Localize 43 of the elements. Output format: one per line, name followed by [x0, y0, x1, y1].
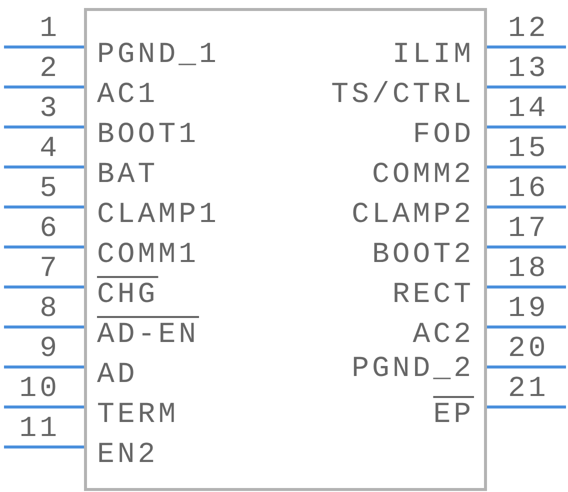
pin-label: RECT	[392, 280, 474, 310]
pin-number: 20	[508, 334, 549, 364]
pin-number: 12	[508, 14, 549, 44]
pin-number: 8	[40, 294, 60, 324]
pin-label: ILIM	[392, 40, 474, 70]
pin-label: AC1	[97, 80, 158, 110]
pin-number: 10	[19, 374, 60, 404]
pin-number: 5	[40, 174, 60, 204]
pin-label: TERM	[97, 400, 179, 430]
pin-label: PGND_1	[97, 40, 220, 70]
pin-label: CLAMP2	[352, 200, 474, 230]
pin-number: 7	[40, 254, 60, 284]
pin-label: COMM2	[372, 160, 474, 190]
pin-number: 14	[508, 94, 549, 124]
pin-label: AD	[97, 360, 138, 390]
pin-label: AD-EN	[97, 320, 200, 350]
pin-number: 15	[508, 134, 549, 164]
pin-number: 1	[40, 14, 60, 44]
pin-label: CHG	[97, 280, 158, 310]
pin-label: BOOT1	[97, 120, 200, 150]
pin-number: 6	[40, 214, 60, 244]
pin-number: 16	[508, 174, 549, 204]
pin-label: CLAMP1	[97, 200, 220, 230]
pin-number: 9	[40, 334, 60, 364]
pin-label: EN2	[97, 440, 158, 470]
pin-label: TS/CTRL	[331, 80, 474, 110]
pin-label: COMM1	[97, 240, 200, 270]
pin-label: AC2	[412, 320, 474, 350]
pin-label: EP	[433, 400, 474, 430]
pin-number: 3	[40, 94, 60, 124]
pin-number: 21	[508, 374, 549, 404]
pin-number: 4	[40, 134, 60, 164]
pin-number: 19	[508, 294, 549, 324]
chip-body	[84, 8, 487, 491]
pin-number: 18	[508, 254, 549, 284]
pin-number: 13	[508, 54, 549, 84]
pin-label: FOD	[412, 120, 474, 150]
pin-label: BOOT2	[372, 240, 474, 270]
pin-label: PGND_2	[352, 354, 474, 384]
pin-number: 11	[19, 414, 60, 444]
pin-number: 17	[508, 214, 549, 244]
pin-label: BAT	[97, 160, 158, 190]
pin-number: 2	[40, 54, 60, 84]
